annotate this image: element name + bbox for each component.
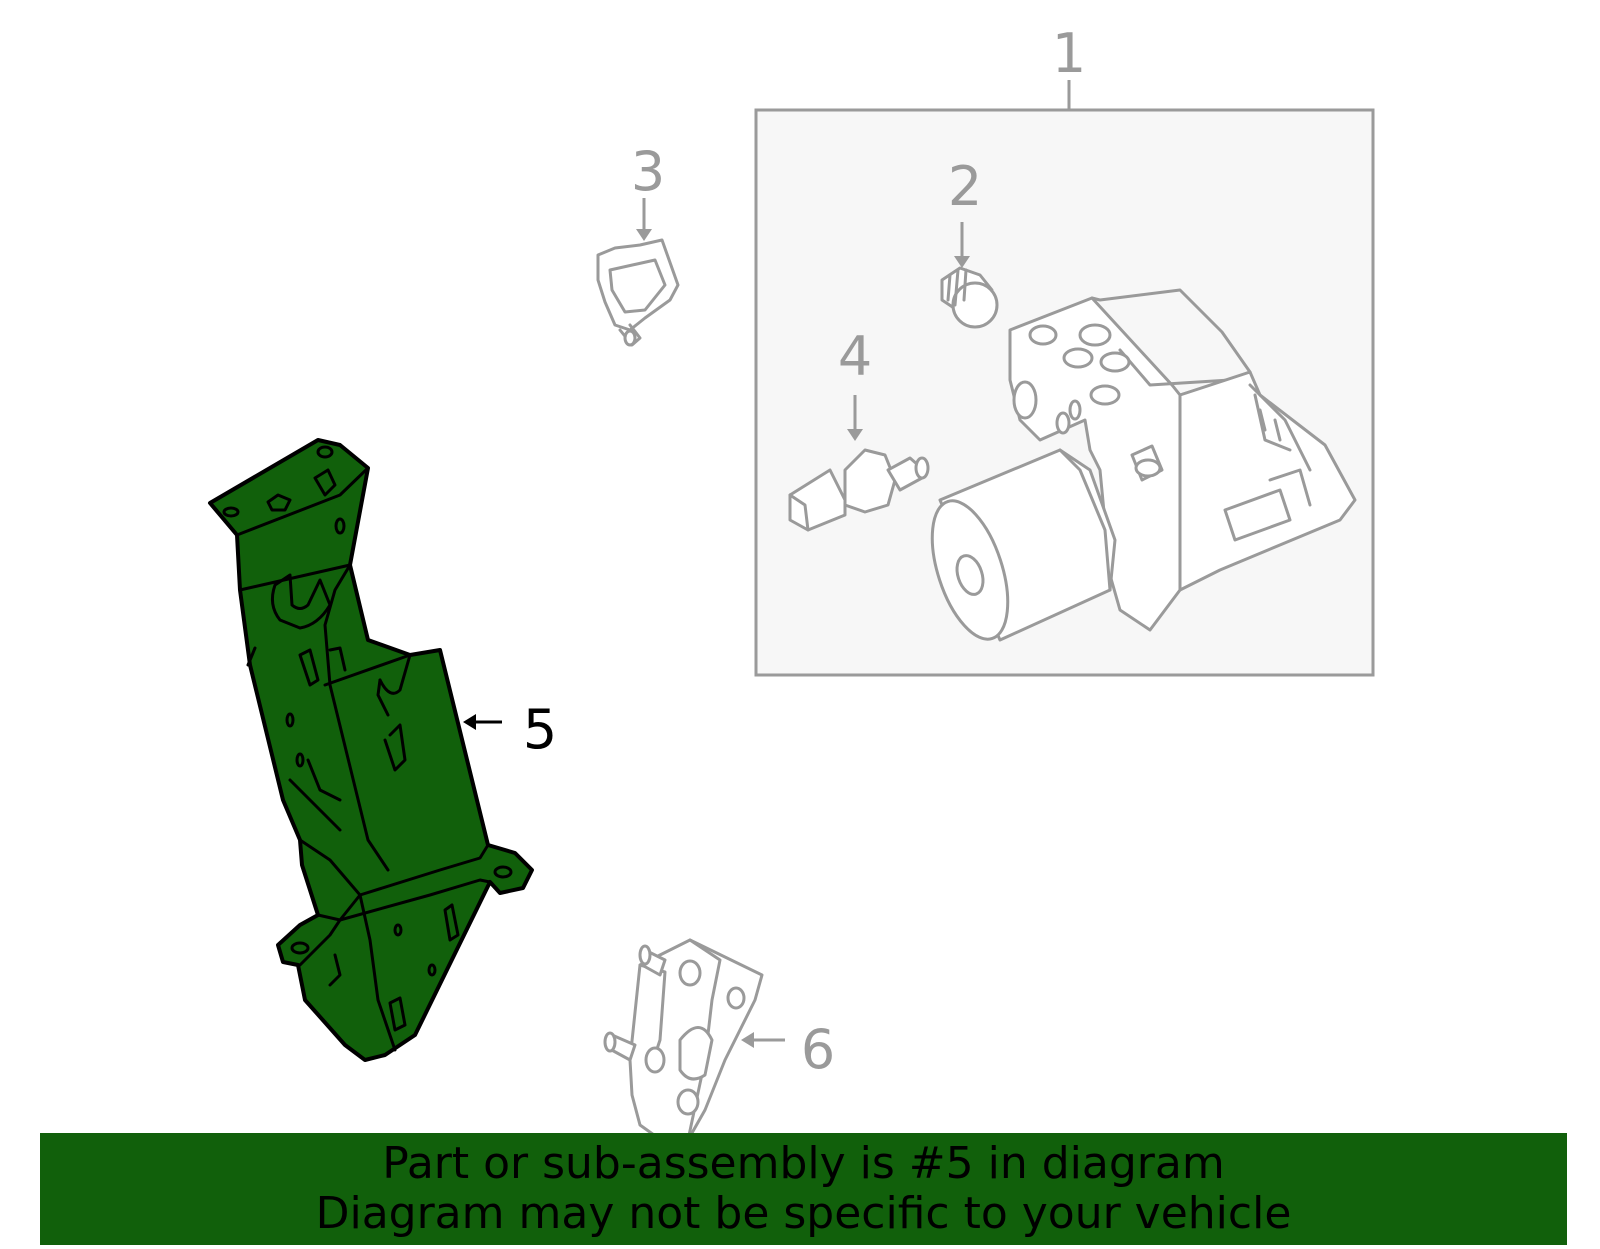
part-1-group[interactable]: 1 <box>754 22 1375 677</box>
callout-3[interactable]: 3 <box>631 140 665 203</box>
part-4-drawing <box>788 448 930 532</box>
part-6-arrowhead <box>741 1032 754 1048</box>
part-3-group[interactable]: 3 <box>596 140 680 347</box>
callout-1[interactable]: 1 <box>1052 22 1086 85</box>
banner-line-2: Diagram may not be specific to your vehi… <box>315 1188 1292 1239</box>
part-4-group[interactable]: 4 <box>788 325 930 532</box>
part-2-arrowhead <box>954 256 970 268</box>
info-banner: Part or sub-assembly is #5 in diagram Di… <box>40 1133 1567 1245</box>
part-3-arrowhead <box>636 229 652 241</box>
part-4-arrowhead <box>847 429 863 441</box>
part-3-drawing <box>596 238 680 347</box>
part-6-drawing <box>603 938 764 1147</box>
part-5-group[interactable]: 5 <box>208 438 557 1062</box>
callout-2[interactable]: 2 <box>948 155 982 218</box>
part-6-group[interactable]: 6 <box>603 938 835 1147</box>
part-2-group[interactable]: 2 <box>940 155 999 329</box>
callout-4[interactable]: 4 <box>838 325 872 388</box>
callout-5[interactable]: 5 <box>523 698 557 761</box>
part-2-drawing <box>940 266 999 329</box>
callout-6[interactable]: 6 <box>801 1018 835 1081</box>
abs-unit-drawing <box>930 288 1357 642</box>
part-5-arrowhead <box>463 714 476 730</box>
part-5-bracket-drawing <box>208 438 534 1062</box>
banner-line-1: Part or sub-assembly is #5 in diagram <box>382 1138 1225 1189</box>
